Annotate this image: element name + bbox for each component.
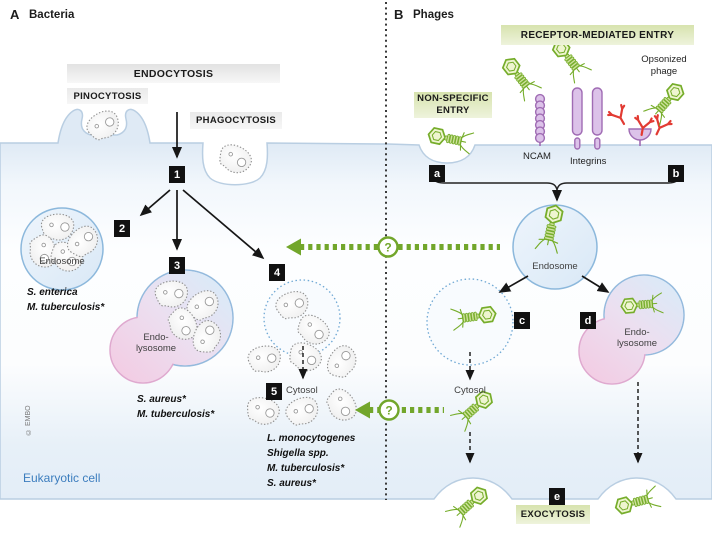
opsonized-phage-receptor [628, 128, 652, 146]
step-box-d: d [580, 312, 596, 329]
species-item: M. tuberculosis* [27, 302, 105, 313]
step-box-4: 4 [269, 264, 285, 281]
endosome-right-label: Endosome [532, 261, 578, 272]
phage-exit-left [444, 481, 494, 529]
receptor-mediated-entry-banner: RECEPTOR-MEDIATED ENTRY [501, 25, 694, 45]
step-box-3: 3 [169, 257, 185, 274]
question-mark-bottom: ? [385, 404, 392, 418]
question-arrow-bottom: ? [355, 399, 444, 421]
endolysosome-left-line1: Endo- [143, 332, 169, 343]
opsonized-line2: phage [650, 66, 678, 77]
cytosol-right-label: Cytosol [454, 385, 486, 396]
step-box-e: e [549, 488, 565, 505]
panel-a-title: Bacteria [29, 9, 75, 21]
endolysosome-right-vesicle [578, 274, 685, 385]
species-list-endolysosome: S. aureus* M. tuberculosis* [137, 392, 214, 422]
non-specific-entry-banner: NON-SPECIFIC ENTRY [414, 92, 492, 118]
species-list-endosome: S. enterica M. tuberculosis* [27, 285, 104, 315]
species-item: M. tuberculosis* [267, 463, 345, 474]
step-box-5: 5 [266, 383, 282, 400]
species-item: Shigella spp. [267, 448, 329, 459]
eukaryotic-cell-body [0, 108, 712, 500]
endolysosome-left-line2: lysosome [135, 343, 177, 354]
ncam-label: NCAM [523, 151, 551, 162]
non-specific-line2: ENTRY [436, 105, 470, 116]
question-mark-top: ? [384, 241, 391, 255]
exocytosis-banner: EXOCYTOSIS [516, 505, 590, 524]
ncam-receptor [534, 93, 546, 146]
endolysosome-right-line2: lysosome [616, 338, 658, 349]
species-item: L. monocytogenes [267, 433, 356, 444]
eukaryotic-cell-label: Eukaryotic cell [23, 471, 101, 485]
species-item: S. enterica [27, 287, 78, 298]
opsonized-phage-label: Opsonized phage [630, 54, 698, 78]
panel-b-letter: B [394, 7, 404, 22]
integrins-label: Integrins [570, 156, 607, 167]
pinocytosis-label: PINOCYTOSIS [67, 88, 148, 104]
escape-vesicle-phage [426, 278, 514, 366]
non-specific-line1: NON-SPECIFIC [417, 93, 489, 104]
embo-credit: © EMBO [25, 405, 32, 435]
step-box-a: a [429, 165, 445, 182]
species-item: S. aureus* [267, 478, 316, 489]
step-box-1: 1 [169, 166, 185, 183]
phage-nonspecific-entry [425, 123, 475, 155]
endolysosome-right-line1: Endo- [624, 327, 650, 338]
phagocytosis-label: PHAGOCYTOSIS [190, 112, 282, 129]
species-list-cytosol: L. monocytogenes Shigella spp. M. tuberc… [267, 431, 355, 491]
panel-b-title: Phages [413, 9, 454, 21]
step-box-c: c [514, 312, 530, 329]
opsonized-line1: Opsonized [641, 54, 687, 65]
species-item: S. aureus* [137, 394, 186, 405]
endolysosome-right-label: Endo- lysosome [602, 327, 672, 349]
endocytosis-banner: ENDOCYTOSIS [67, 64, 280, 83]
phage-ncam [496, 52, 543, 102]
bacterium-phagocytosis [215, 140, 256, 178]
step-box-b: b [668, 165, 684, 182]
flow-arrows [139, 112, 682, 464]
question-arrow-top: ? [286, 236, 500, 258]
integrin-receptors [571, 87, 603, 150]
step-box-2: 2 [114, 220, 130, 237]
species-item: M. tuberculosis* [137, 409, 215, 420]
endolysosome-left-label: Endo- lysosome [121, 332, 191, 354]
endosome-left-label: Endosome [39, 256, 85, 267]
panel-a-letter: A [10, 7, 20, 22]
phage-exit-right [612, 485, 662, 519]
cytosol-left-label: Cytosol [286, 385, 318, 396]
